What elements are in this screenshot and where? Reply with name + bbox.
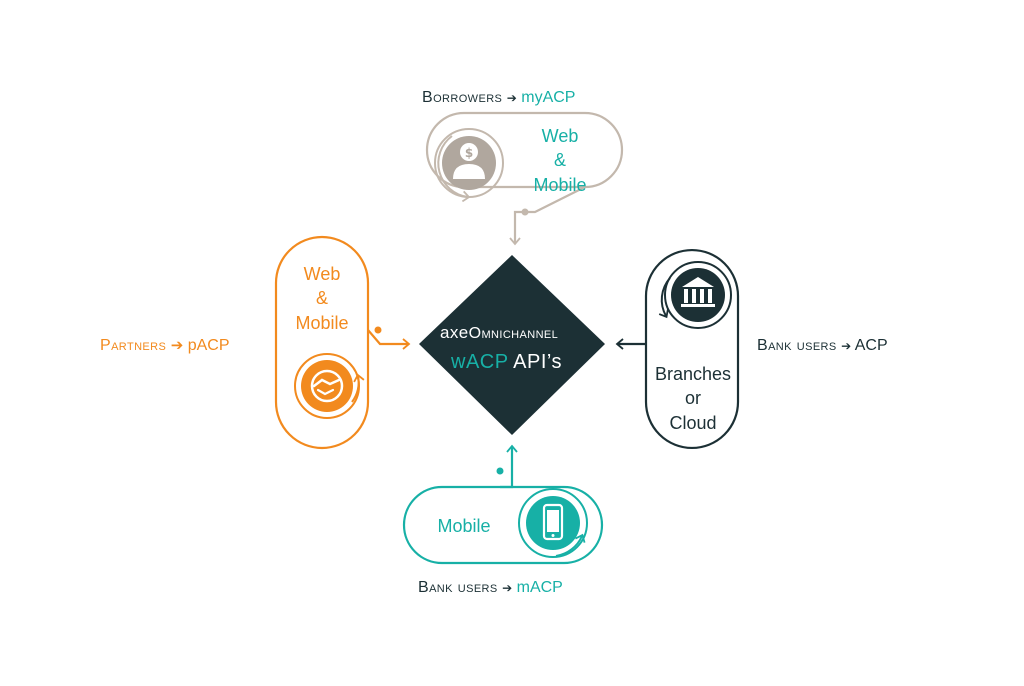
handshake-icon [310, 369, 344, 403]
bank-mobile-label-a: Bank users [418, 579, 498, 596]
borrowers-channel-line: Mobile [533, 174, 587, 195]
bank-branches-label: Bank users ➔ ACP [757, 338, 888, 354]
center-subtitle-wacp: wACP [451, 351, 509, 373]
partners-channel-line: Mobile [295, 312, 349, 333]
borrowers-label-b: myACP [521, 89, 576, 106]
borrowers-label: Borrowers ➔ myACP [422, 90, 575, 106]
bank-mobile-connector [500, 444, 518, 489]
center-subtitle-api: API’s [513, 351, 562, 373]
partners-label: Partners ➔ pACP [100, 338, 230, 354]
partners-loop [274, 235, 370, 450]
bank-branches-channel-line: Branches [654, 364, 732, 384]
borrower-dollar-icon: $ [453, 143, 485, 179]
center-title-prefix: axe [440, 323, 469, 342]
arrow-right-icon: ➔ [506, 91, 517, 105]
borrowers-channel: Web & Mobile [520, 124, 600, 197]
svg-text:$: $ [465, 146, 473, 160]
partners-channel-line: Web [303, 264, 341, 284]
center-diamond [419, 255, 605, 435]
arrow-right-icon: ➔ [502, 581, 513, 595]
bank-branches-loop [644, 248, 740, 450]
arrow-right-icon: ➔ [841, 339, 852, 353]
partners-label-a: Partners [100, 337, 167, 354]
bank-mobile-label-b: mACP [516, 579, 563, 596]
center-subtitle: wACP API’s [451, 352, 562, 372]
partners-channel-line: & [315, 288, 328, 309]
borrowers-label-a: Borrowers [422, 89, 503, 106]
bank-mobile-channel: Mobile [424, 514, 504, 538]
partners-connector [367, 329, 411, 350]
bank-branches-channel: Branches or Cloud [648, 362, 738, 435]
bank-mobile-loop [402, 485, 604, 565]
borrowers-channel-line: & [553, 150, 566, 171]
center-title-main: Omnichannel [468, 325, 559, 342]
bank-branches-label-a: Bank users [757, 337, 837, 354]
bank-branches-channel-line: or [684, 388, 701, 409]
smartphone-icon [542, 503, 564, 541]
bank-branches-label-b: ACP [854, 337, 888, 354]
bank-branches-channel-line: Cloud [669, 412, 717, 433]
borrowers-channel-line: Web [541, 126, 579, 146]
bank-building-icon [681, 277, 715, 307]
partners-channel: Web & Mobile [282, 262, 362, 335]
arrow-right-icon: ➔ [170, 336, 184, 354]
bank-mobile-channel-line: Mobile [437, 516, 491, 536]
partners-label-b: pACP [187, 337, 230, 354]
bank-mobile-label: Bank users ➔ mACP [418, 580, 563, 596]
center-title: axeOmnichannel [440, 324, 558, 342]
